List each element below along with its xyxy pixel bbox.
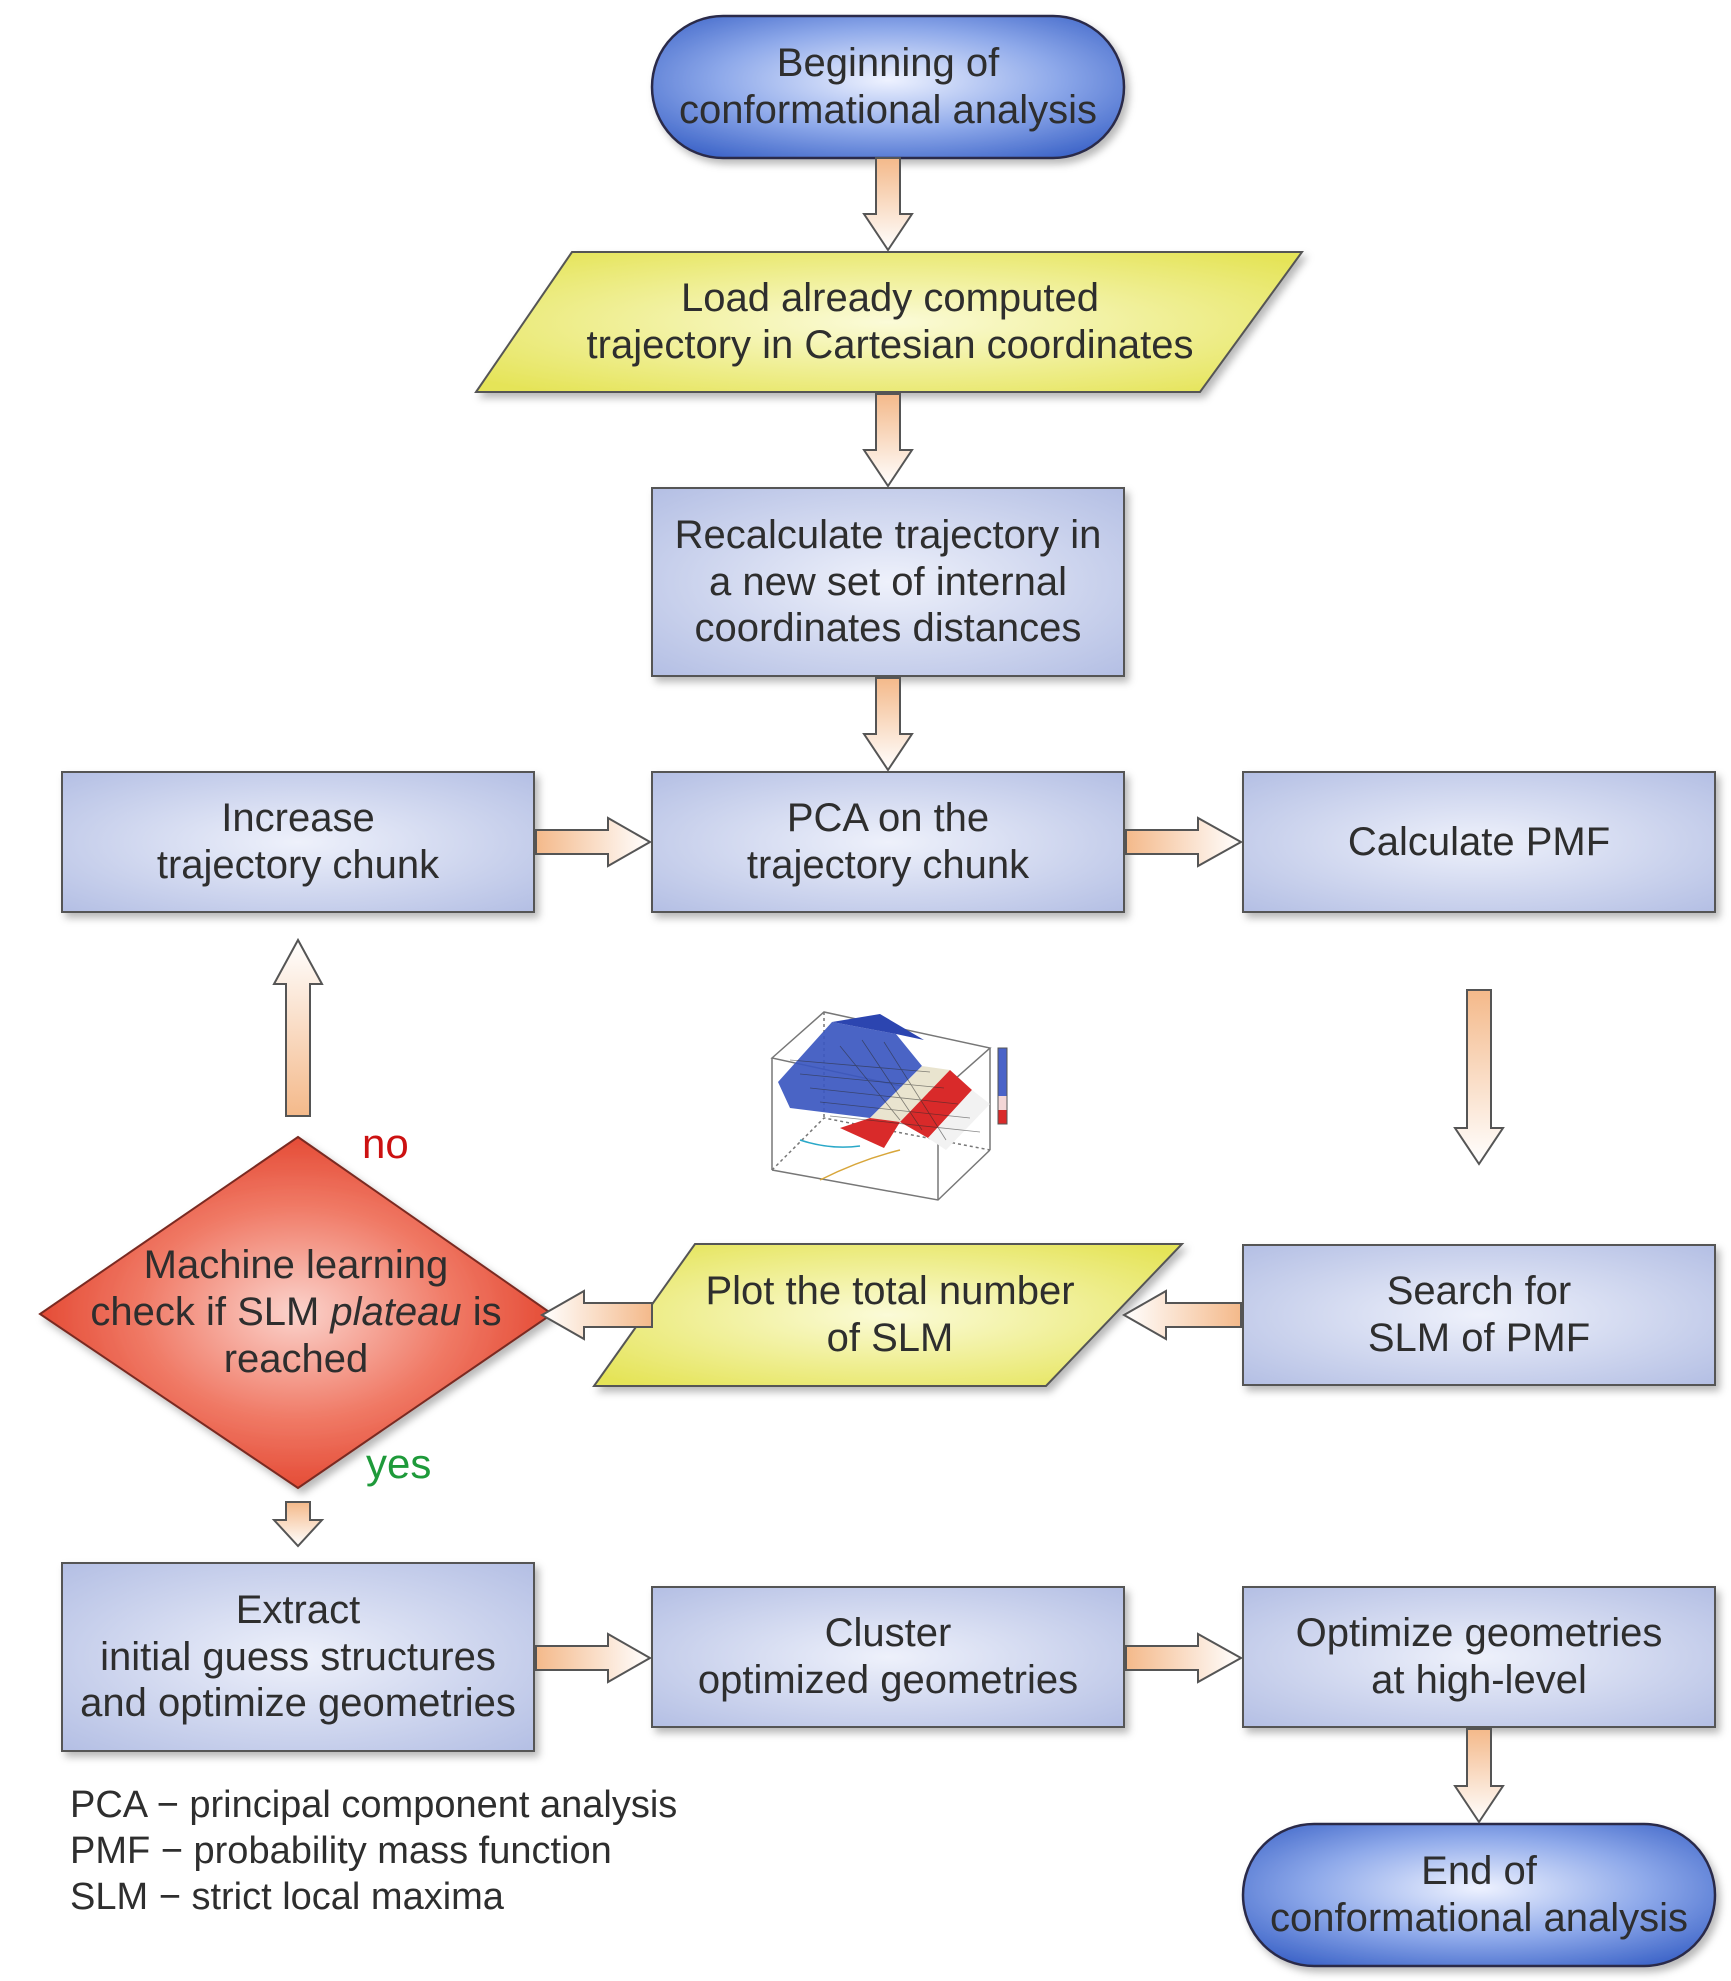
search-process-box bbox=[1242, 1244, 1716, 1386]
ml-decision-diamond bbox=[38, 1135, 554, 1490]
increase-label-line1: Increase bbox=[221, 796, 375, 841]
arrow-optimize-to-end bbox=[1453, 1728, 1505, 1824]
plot-label-line2: of SLM bbox=[826, 1316, 954, 1360]
plot-io-box bbox=[592, 1243, 1185, 1387]
recalc-label-line1: Recalculate trajectory in bbox=[674, 512, 1102, 557]
increase-process-box bbox=[61, 771, 535, 913]
cluster-process-box bbox=[651, 1586, 1125, 1728]
arrow-pmf-to-search bbox=[1453, 989, 1505, 1166]
cluster-label-line2: optimized geometries bbox=[697, 1658, 1079, 1702]
arrow-pca-to-pmf bbox=[1125, 816, 1244, 868]
branch-yes-label: yes bbox=[366, 1440, 432, 1487]
abbreviation-legend: PCA − principal component analysis PMF −… bbox=[70, 1782, 677, 1920]
extract-process-box bbox=[61, 1562, 535, 1752]
arrow-ml-to-increase bbox=[272, 937, 324, 1117]
recalc-label-line2: a new set of internal bbox=[708, 559, 1067, 604]
optimize-label-line2: at high-level bbox=[1371, 1658, 1587, 1702]
pmf-label-line1: Calculate PMF bbox=[1347, 819, 1611, 864]
arrow-cluster-to-optimize bbox=[1125, 1632, 1244, 1684]
end-label-line1: End of bbox=[1421, 1849, 1537, 1894]
arrow-search-to-plot bbox=[1121, 1289, 1242, 1341]
branch-no-label: no bbox=[362, 1120, 409, 1167]
optimize-process-box bbox=[1242, 1586, 1716, 1728]
arrow-start-to-load bbox=[862, 157, 914, 252]
load-io-box bbox=[474, 251, 1304, 393]
recalc-process-box bbox=[651, 487, 1125, 677]
ml-label-line1: Machine learning bbox=[143, 1243, 449, 1288]
load-label-line2: trajectory in Cartesian coordinates bbox=[586, 323, 1194, 367]
arrow-load-to-recalc bbox=[862, 393, 914, 488]
ml-label: Machine learning check if SLM plateau is… bbox=[40, 1137, 552, 1488]
extract-label-line1: Extract bbox=[235, 1587, 361, 1632]
arrow-increase-to-pca bbox=[535, 816, 653, 868]
ml-label-line2-post: is bbox=[461, 1290, 502, 1335]
extract-label-line2: initial guess structures bbox=[100, 1634, 496, 1679]
legend-item-pca: PCA − principal component analysis bbox=[70, 1784, 678, 1826]
arrow-plot-to-ml bbox=[539, 1289, 653, 1341]
increase-label-line2: trajectory chunk bbox=[156, 843, 440, 887]
legend-item-slm: SLM − strict local maxima bbox=[70, 1876, 504, 1918]
search-label-line1: Search for bbox=[1386, 1269, 1572, 1314]
extract-label-line3: and optimize geometries bbox=[80, 1681, 516, 1726]
search-label-line2: SLM of PMF bbox=[1367, 1316, 1591, 1360]
ml-label-line3: reached bbox=[223, 1336, 369, 1381]
plot-label-line1: Plot the total number bbox=[705, 1269, 1075, 1314]
start-label-line1: Beginning of bbox=[776, 41, 1000, 86]
ml-label-plateau: plateau bbox=[330, 1290, 462, 1335]
ml-label-line2-pre: check if SLM bbox=[90, 1290, 331, 1335]
arrow-extract-to-cluster bbox=[535, 1632, 653, 1684]
arrow-recalc-to-pca bbox=[862, 677, 914, 772]
pca-label-line2: trajectory chunk bbox=[746, 843, 1030, 887]
pmf-surface-plot-thumbnail bbox=[770, 1011, 1008, 1201]
load-label-line1: Load already computed bbox=[680, 276, 1100, 321]
end-label-line2: conformational analysis bbox=[1270, 1896, 1688, 1940]
start-label-line2: conformational analysis bbox=[679, 88, 1097, 132]
optimize-label-line1: Optimize geometries bbox=[1295, 1611, 1663, 1656]
cluster-label-line1: Cluster bbox=[824, 1611, 952, 1656]
arrow-ml-to-extract bbox=[271, 1501, 325, 1548]
recalc-label-line3: coordinates distances bbox=[694, 606, 1082, 651]
pca-label-line1: PCA on the bbox=[786, 796, 990, 841]
end-terminal bbox=[1241, 1822, 1717, 1968]
ml-label-line2: check if SLM plateau is bbox=[90, 1289, 501, 1336]
pmf-label: Calculate PMF bbox=[1243, 772, 1715, 912]
legend-item-pmf: PMF − probability mass function bbox=[70, 1830, 612, 1872]
